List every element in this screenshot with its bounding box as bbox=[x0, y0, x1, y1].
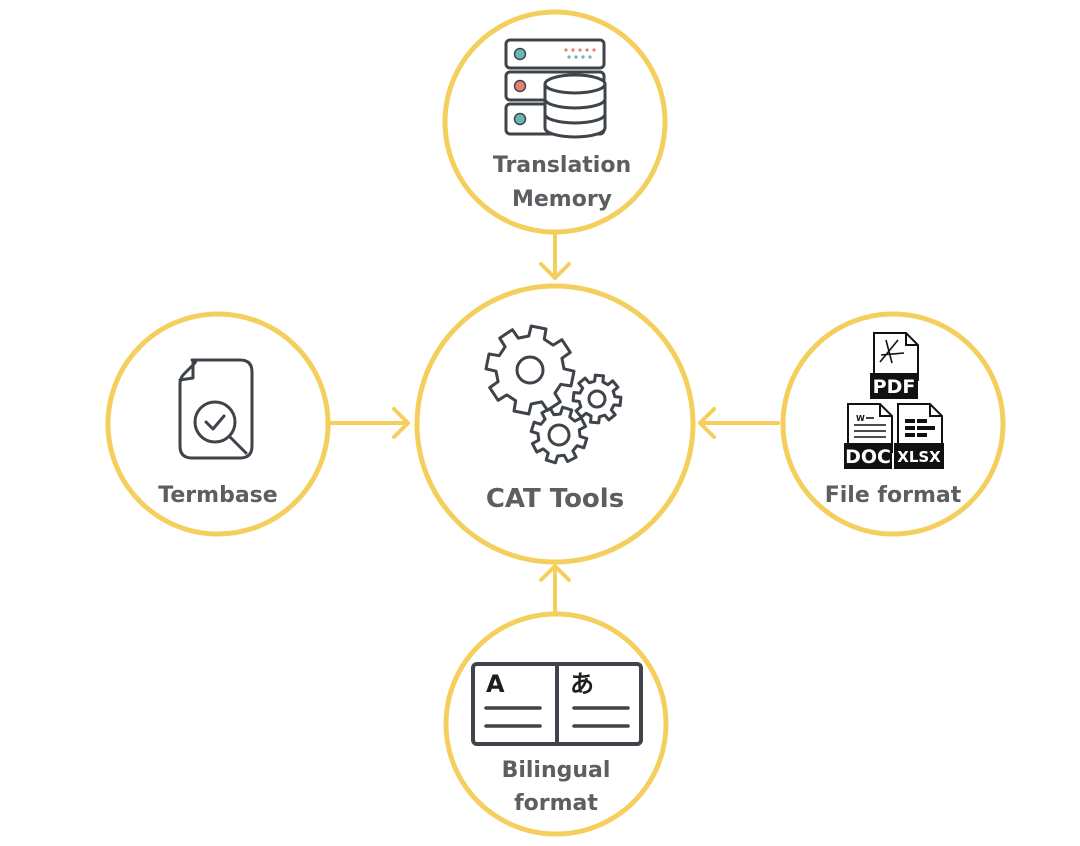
bilingual-format-label-line2: format bbox=[514, 791, 598, 816]
node-cat-tools: CAT Tools bbox=[414, 283, 696, 565]
doc-w-mark: W bbox=[856, 414, 865, 423]
cat-tools-label: CAT Tools bbox=[486, 484, 624, 514]
doc-file-label: DOC bbox=[845, 446, 891, 468]
bilingual-book-icon: A あ bbox=[471, 662, 643, 746]
database-server-icon bbox=[504, 38, 607, 139]
xlsx-file-label: XLSX bbox=[897, 448, 941, 466]
file-format-label: File format bbox=[825, 483, 962, 508]
connector-left bbox=[328, 407, 410, 439]
translation-memory-label-line1: Translation bbox=[493, 153, 631, 178]
pdf-file-icon: PDF bbox=[870, 332, 919, 399]
connector-top bbox=[539, 232, 571, 280]
connector-bottom bbox=[539, 564, 571, 614]
xlsx-file-icon: XLSX bbox=[894, 403, 944, 469]
node-file-format: PDF W DOC bbox=[780, 311, 1006, 537]
gears-icon bbox=[484, 324, 623, 465]
file-formats-icon: PDF W DOC bbox=[844, 332, 944, 469]
gear-medium bbox=[571, 373, 623, 425]
doc-file-icon: W DOC bbox=[844, 403, 893, 469]
bilingual-format-label-line1: Bilingual bbox=[502, 758, 611, 783]
node-bilingual-format: A あ Bilingual format bbox=[443, 611, 669, 837]
node-termbase: Termbase bbox=[105, 311, 331, 537]
book-left-glyph: A bbox=[486, 670, 505, 698]
book-right-glyph: あ bbox=[570, 670, 594, 698]
gear-small bbox=[529, 405, 589, 465]
termbase-label: Termbase bbox=[158, 483, 277, 508]
gear-large bbox=[484, 324, 576, 416]
pdf-file-label: PDF bbox=[873, 376, 916, 398]
node-ring bbox=[414, 283, 696, 565]
node-translation-memory: Translation Memory bbox=[442, 9, 668, 235]
translation-memory-label-line2: Memory bbox=[512, 187, 612, 212]
document-search-icon bbox=[178, 358, 254, 460]
connector-right bbox=[698, 407, 780, 439]
